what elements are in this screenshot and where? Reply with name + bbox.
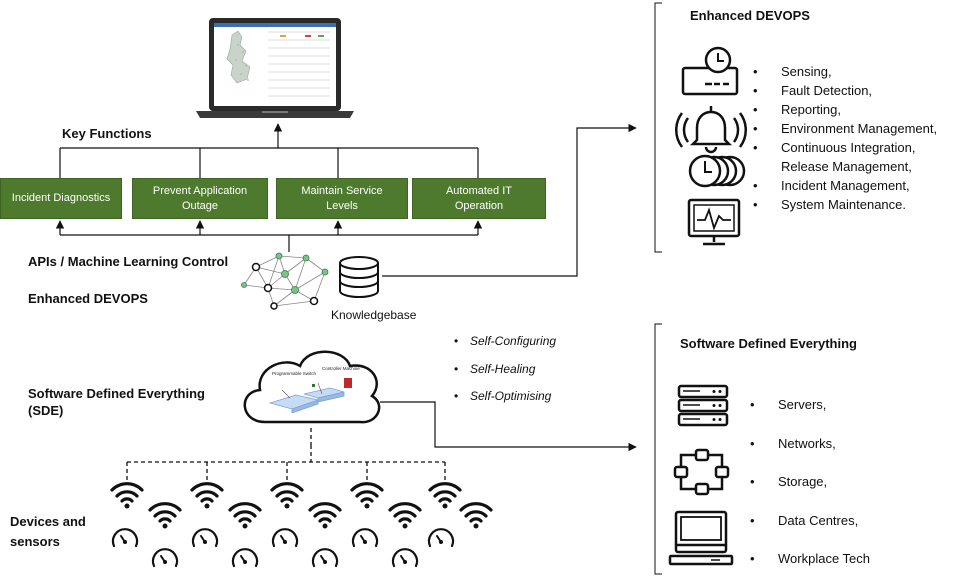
sensor-gauge-icon [151, 548, 179, 568]
device-tree [126, 428, 446, 485]
neural-network-icon [241, 252, 329, 310]
devops-capability-item: Sensing, [753, 62, 937, 81]
laptop-dashboard-icon [196, 18, 354, 118]
devops-capabilities-list: Sensing,Fault Detection,Reporting,Enviro… [753, 62, 937, 214]
sde-label-line1: Software Defined Everything [28, 386, 205, 401]
server-rack-icon [677, 384, 729, 427]
devops-capability-item: System Maintenance. [753, 195, 937, 214]
devices-sensors-label: Devices and sensors [10, 512, 86, 552]
wifi-icon [228, 502, 262, 529]
workstation-icon [668, 510, 734, 566]
sde-properties-list: Self-Configuring Self-Healing Self-Optim… [454, 332, 556, 415]
devops-capability-item: Fault Detection, [753, 81, 937, 100]
sde-property: Self-Healing [454, 360, 556, 388]
wifi-icon [350, 482, 384, 509]
network-icon [673, 448, 730, 496]
wifi-icon [270, 482, 304, 509]
function-label-line1: Maintain Service [301, 184, 383, 197]
function-automated-it-operation: Automated IT Operation [412, 178, 546, 219]
clocks-icon [688, 154, 746, 188]
alarm-bell-icon [675, 106, 747, 154]
function-incident-diagnostics: Incident Diagnostics [0, 178, 122, 219]
cloud-sdn-icon [243, 350, 381, 424]
devices-label-line1: Devices and [10, 514, 86, 529]
sde-label-line2: (SDE) [28, 403, 64, 418]
sensor-gauge-icon [111, 528, 139, 548]
sde-label: Software Defined Everything (SDE) [28, 385, 205, 419]
wifi-icon [388, 502, 422, 529]
function-label-line1: Automated IT [445, 184, 513, 197]
sde-property: Self-Configuring [454, 332, 556, 360]
wifi-icon [190, 482, 224, 509]
cloud-controller-label: Controller Machine [322, 366, 360, 371]
devops-capability-item: Release Management, [781, 159, 912, 174]
key-function-connectors [55, 123, 483, 252]
sde-resource-item: Networks, [750, 425, 870, 464]
function-label-line2: Outage [181, 199, 219, 212]
monitor-pulse-icon [687, 198, 741, 246]
function-label-line2: Levels [326, 199, 358, 212]
devops-capability-item: Incident Management, [753, 176, 937, 195]
sde-panel-title: Software Defined Everything [680, 336, 857, 351]
sensor-gauge-icon [191, 528, 219, 548]
sde-connector [380, 401, 637, 452]
sde-resource-item: Data Centres, [750, 502, 870, 541]
sde-resources-list: Servers, Networks, Storage, Data Centres… [750, 386, 870, 579]
function-label-line1: Prevent Application [152, 184, 248, 197]
wifi-icon [148, 502, 182, 529]
devices-label-line2: sensors [10, 534, 60, 549]
wifi-icon [428, 482, 462, 509]
server-clock-face [704, 46, 732, 74]
sde-resource-item: Servers, [750, 386, 870, 425]
server-clock-icon [681, 66, 739, 96]
function-label-line1: Incident Diagnostics [11, 192, 111, 204]
devops-capability-item: Continuous Integration, [753, 138, 937, 157]
knowledgebase-connector [382, 123, 637, 277]
sensor-gauge-icon [271, 528, 299, 548]
apis-ml-control-label: APIs / Machine Learning Control [28, 254, 229, 269]
devops-capability-item: Environment Management, [753, 119, 937, 138]
cloud-switch-label: Programmable Switch [272, 371, 317, 376]
knowledgebase-label: Knowledgebase [331, 308, 417, 322]
wifi-icon [459, 502, 493, 529]
sensor-gauge-icon [351, 528, 379, 548]
sensor-gauge-icon [427, 528, 455, 548]
key-functions-title: Key Functions [62, 126, 152, 141]
function-label-line2: Operation [454, 199, 504, 212]
sde-property: Self-Optimising [454, 387, 556, 415]
device-icons [110, 482, 493, 568]
enhanced-devops-label: Enhanced DEVOPS [28, 291, 148, 306]
sensor-gauge-icon [311, 548, 339, 568]
sensor-gauge-icon [391, 548, 419, 568]
sde-resource-item: Storage, [750, 463, 870, 502]
wifi-icon [308, 502, 342, 529]
panel-brackets [654, 2, 662, 575]
wifi-icon [110, 482, 144, 509]
sde-resource-item: Workplace Tech [750, 540, 870, 579]
database-icon [339, 256, 379, 298]
devops-panel-title: Enhanced DEVOPS [690, 8, 810, 23]
sensor-gauge-icon [231, 548, 259, 568]
devops-capability-item: Reporting, [753, 100, 937, 119]
